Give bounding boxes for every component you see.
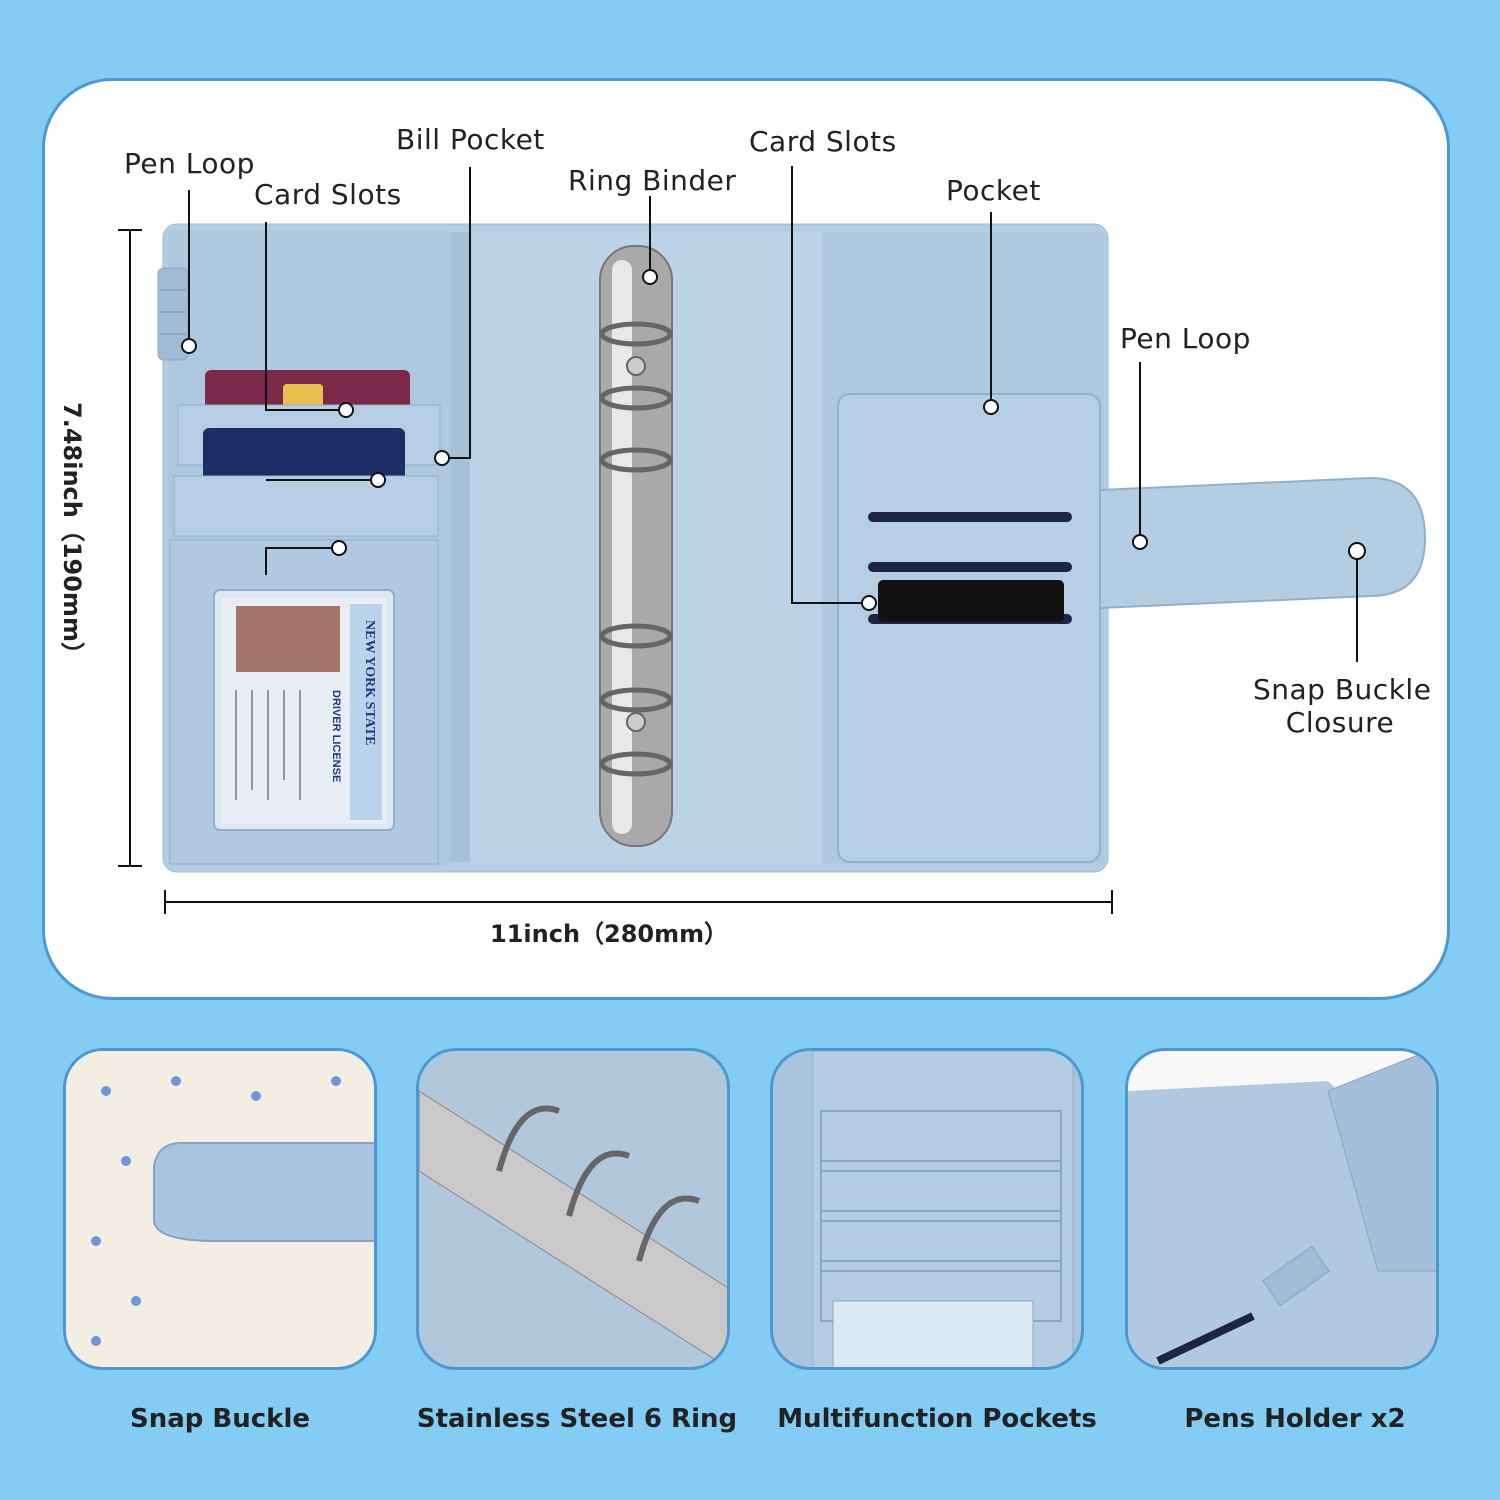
snap-buckle-button [1348, 542, 1366, 560]
thumb-ring-binder [416, 1048, 730, 1370]
label-pen-loop-left: Pen Loop [124, 147, 255, 180]
width-dimension-label: 11inch（280mm） [490, 920, 729, 948]
thumb-multifunction-pockets [770, 1048, 1084, 1370]
label-snap-buckle-closure-line2: Closure [1285, 706, 1395, 739]
label-card-slots-right: Card Slots [749, 125, 897, 158]
id-card-state: NEW YORK STATE [362, 620, 377, 746]
caption-multifunction-pockets: Multifunction Pockets [777, 1404, 1097, 1434]
dot-card-2 [370, 472, 386, 488]
dot-bill-pocket [434, 450, 450, 466]
thumb-pens-holder [1125, 1048, 1439, 1370]
label-card-slots-left: Card Slots [254, 178, 402, 211]
dot-card-3 [331, 540, 347, 556]
label-bill-pocket: Bill Pocket [396, 123, 545, 156]
dot-card-slots-right [861, 595, 877, 611]
caption-stainless-steel-6-ring: Stainless Steel 6 Ring [416, 1404, 738, 1434]
dot-pen-loop-right [1132, 534, 1148, 550]
label-snap-buckle-closure-line1: Snap Buckle [1253, 673, 1432, 706]
width-dimension-line [164, 890, 1113, 914]
label-pen-loop-right: Pen Loop [1120, 322, 1251, 355]
snap-buckle-strap [1099, 476, 1427, 610]
caption-pens-holder: Pens Holder x2 [1184, 1404, 1406, 1434]
dot-pen-loop-left [181, 338, 197, 354]
card-slot-1 [868, 512, 1072, 522]
thumb-snap-buckle [63, 1048, 377, 1370]
dot-pocket [983, 399, 999, 415]
bill-pocket [450, 232, 470, 862]
right-pocket [837, 393, 1101, 863]
label-ring-binder: Ring Binder [568, 164, 737, 197]
height-dimension-line [118, 229, 142, 867]
id-card-type: DRIVER LICENSE [330, 690, 342, 782]
card-slot-2 [868, 562, 1072, 572]
dot-card-1 [338, 402, 354, 418]
height-dimension-label: 7.48inch（190mm） [58, 402, 86, 666]
caption-snap-buckle: Snap Buckle [129, 1404, 311, 1434]
dot-ring-binder [642, 269, 658, 285]
label-pocket: Pocket [946, 174, 1041, 207]
id-photo-blur [236, 606, 340, 672]
card-black [878, 580, 1064, 622]
